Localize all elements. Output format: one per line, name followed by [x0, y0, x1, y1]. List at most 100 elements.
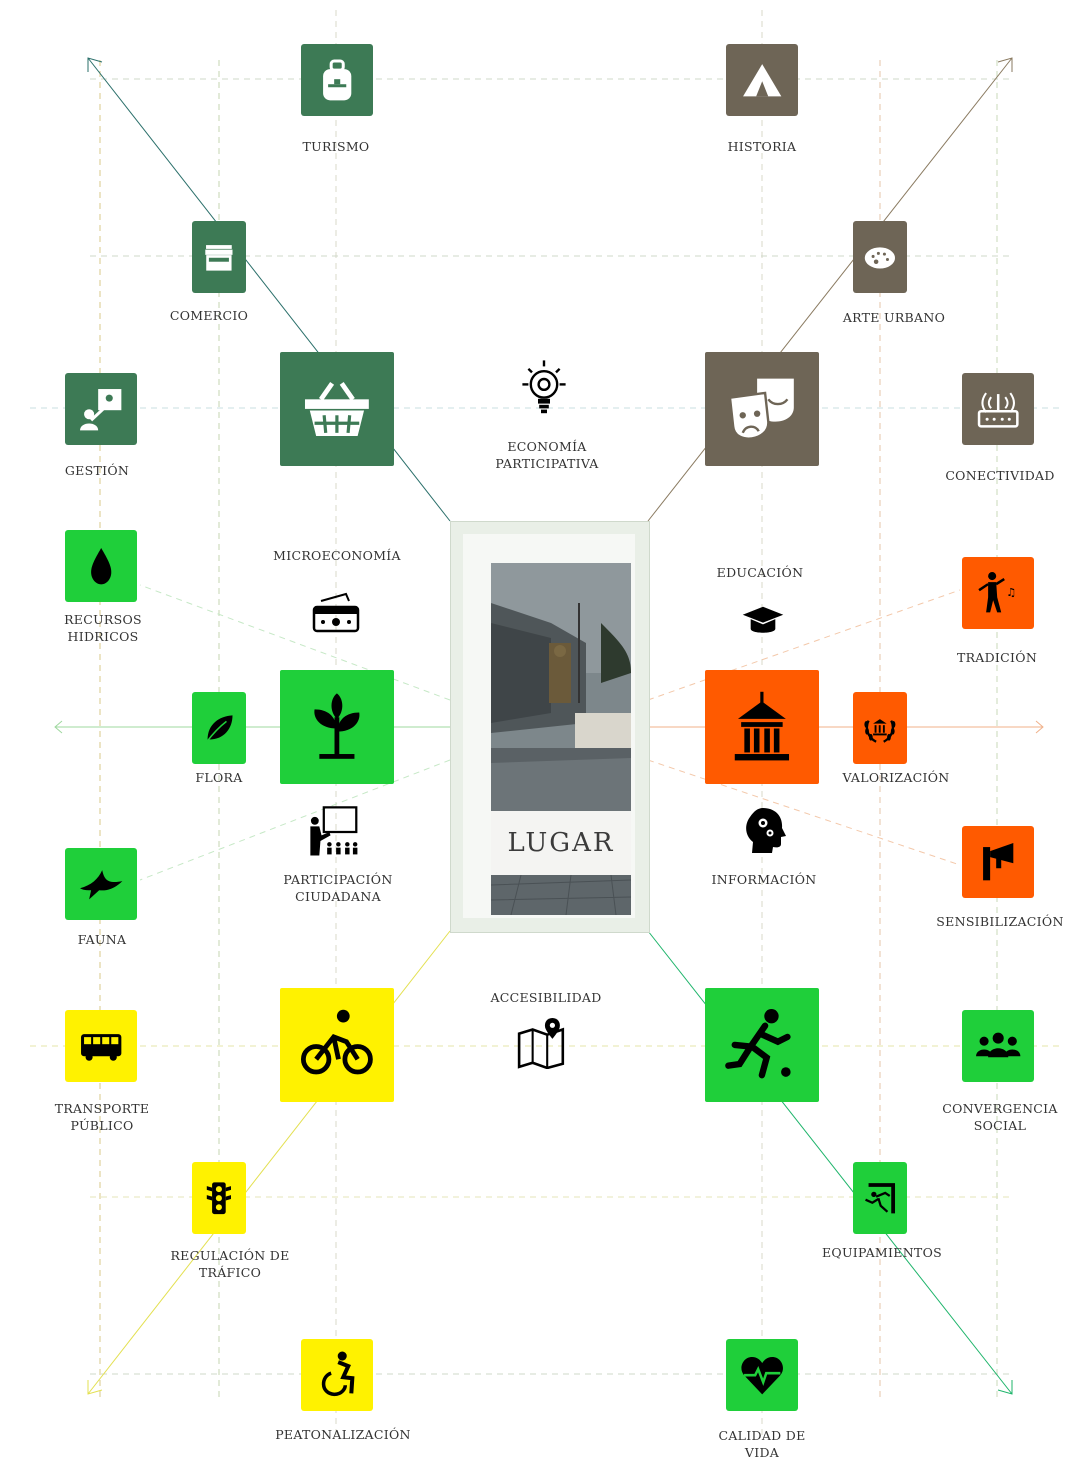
patrimonio-box-node — [705, 670, 819, 784]
informacion-label: INFORMACIÓN — [664, 871, 864, 888]
arte-urbano-label: ARTE URBANO — [794, 309, 994, 326]
microeconomia-label-line: MICROECONOMÍA — [273, 548, 401, 563]
gestion-node — [65, 373, 137, 445]
traffic-light-icon — [206, 1182, 232, 1214]
graduation-cap-icon — [742, 606, 784, 633]
recursos-hidricos-label: RECURSOS HIDRICOS — [3, 611, 203, 645]
head-gears-icon — [746, 808, 786, 853]
convergencia-social-label-line: CONVERGENCIA — [942, 1101, 1058, 1116]
bus-icon — [80, 1033, 122, 1061]
accesibilidad-label-line: ACCESIBILIDAD — [490, 990, 602, 1005]
transporte-publico-label-line: TRANSPORTE — [54, 1101, 150, 1116]
router-icon — [977, 392, 1019, 428]
flora-label-line: FLORA — [195, 770, 243, 785]
conectividad-label: CONECTIVIDAD — [900, 467, 1068, 484]
people-icon — [975, 1032, 1021, 1058]
gestion-label-line: GESTIÓN — [64, 463, 130, 478]
arte-urbano-label-line: ARTE URBANO — [842, 310, 946, 325]
recursos-hidricos-label-line: RECURSOS — [64, 612, 142, 627]
convergencia-social-label-line: SOCIAL — [973, 1118, 1027, 1133]
recursos-hidricos-label-line: HIDRICOS — [67, 629, 139, 644]
valorizacion-label-line: VALORIZACIÓN — [842, 770, 950, 785]
bird-icon — [79, 869, 123, 900]
accesibilidad-label: ACCESIBILIDAD — [446, 989, 646, 1006]
flora-node — [192, 692, 246, 764]
movilidad-box-node — [280, 988, 394, 1102]
transporte-publico-label-line: PÚBLICO — [70, 1118, 134, 1133]
educacion-label: EDUCACIÓN — [660, 564, 860, 581]
tradicion-label: TRADICIÓN — [897, 649, 1068, 666]
arte-urbano-node — [853, 221, 907, 293]
accessibility-icon — [321, 1351, 355, 1396]
turismo-label-line: TURISMO — [302, 139, 370, 154]
comercio-node — [192, 221, 246, 293]
recursos-hidricos-node — [65, 530, 137, 602]
equipamientos-node — [853, 1162, 907, 1234]
dancer-icon: ♫ — [978, 571, 1016, 613]
transporte-publico-node — [65, 1010, 137, 1082]
ambiente-box-node — [280, 670, 394, 784]
megaphone-icon — [982, 842, 1014, 881]
conectividad-label-line: CONECTIVIDAD — [945, 468, 1055, 483]
microeconomia-icon-wrap — [305, 590, 367, 640]
fauna-label-line: FAUNA — [77, 932, 127, 947]
laurel-icon — [864, 718, 896, 743]
historia-label-line: HISTORIA — [727, 139, 797, 154]
recreacion-box-node — [705, 988, 819, 1102]
valorizacion-node — [853, 692, 907, 764]
leaf-icon — [206, 715, 233, 743]
microeconomia-label: MICROECONOMÍA — [237, 547, 437, 564]
water-drop-icon — [90, 547, 112, 585]
convergencia-social-node — [962, 1010, 1034, 1082]
comercio-label: COMERCIO — [109, 307, 309, 324]
sensibilizacion-node — [962, 826, 1034, 898]
economia-participativa-label-line: PARTICIPATIVA — [495, 456, 599, 471]
svg-text:♫: ♫ — [1006, 586, 1016, 599]
center-label-band: LUGAR — [491, 811, 631, 875]
participacion-ciudadana-label-line: CIUDADANA — [295, 889, 381, 904]
theater-masks-icon — [728, 378, 794, 440]
lightbulb-icon — [522, 360, 566, 414]
calidad-de-vida-label-line: CALIDAD DE — [718, 1428, 806, 1443]
turismo-label: TURISMO — [236, 138, 436, 155]
map-icon — [517, 1018, 565, 1069]
flora-label: FLORA — [119, 769, 319, 786]
historia-label: HISTORIA — [662, 138, 862, 155]
fauna-node — [65, 848, 137, 920]
educacion-icon-wrap — [732, 598, 794, 642]
equipamientos-label: EQUIPAMIENTOS — [782, 1244, 982, 1261]
calidad-de-vida-node — [726, 1339, 798, 1411]
informacion-icon-wrap — [740, 802, 790, 858]
center-place-frame: LUGAR — [450, 521, 650, 933]
backpack-icon — [322, 59, 352, 101]
peatonalizacion-label-line: PEATONALIZACIÓN — [275, 1427, 411, 1442]
heartbeat-icon — [741, 1356, 783, 1395]
tradicion-node: ♫ — [962, 557, 1034, 629]
cultura-box-node — [705, 352, 819, 466]
tent-icon — [742, 63, 782, 97]
climbing-icon — [865, 1182, 896, 1214]
place-photo: LUGAR — [491, 563, 631, 915]
gestion-label: GESTIÓN — [0, 462, 197, 479]
educacion-label-line: EDUCACIÓN — [716, 565, 804, 580]
palette-icon — [864, 247, 896, 269]
monument-icon — [734, 691, 790, 761]
cash-register-icon — [312, 592, 360, 633]
regulacion-trafico-node — [192, 1162, 246, 1234]
accesibilidad-icon-wrap — [510, 1017, 574, 1069]
plant-icon — [314, 693, 360, 759]
regulacion-trafico-label-line: TRÁFICO — [198, 1265, 262, 1280]
bicycle-icon — [301, 1009, 373, 1075]
basket-icon — [305, 382, 369, 437]
participacion-ciudadana-icon-wrap — [306, 804, 364, 860]
fauna-label: FAUNA — [2, 931, 202, 948]
running-icon — [725, 1009, 791, 1079]
store-icon — [205, 244, 233, 271]
center-label: LUGAR — [507, 828, 615, 858]
convergencia-social-label: CONVERGENCIA SOCIAL — [900, 1100, 1068, 1134]
regulacion-trafico-label-line: REGULACIÓN DE — [170, 1248, 290, 1263]
